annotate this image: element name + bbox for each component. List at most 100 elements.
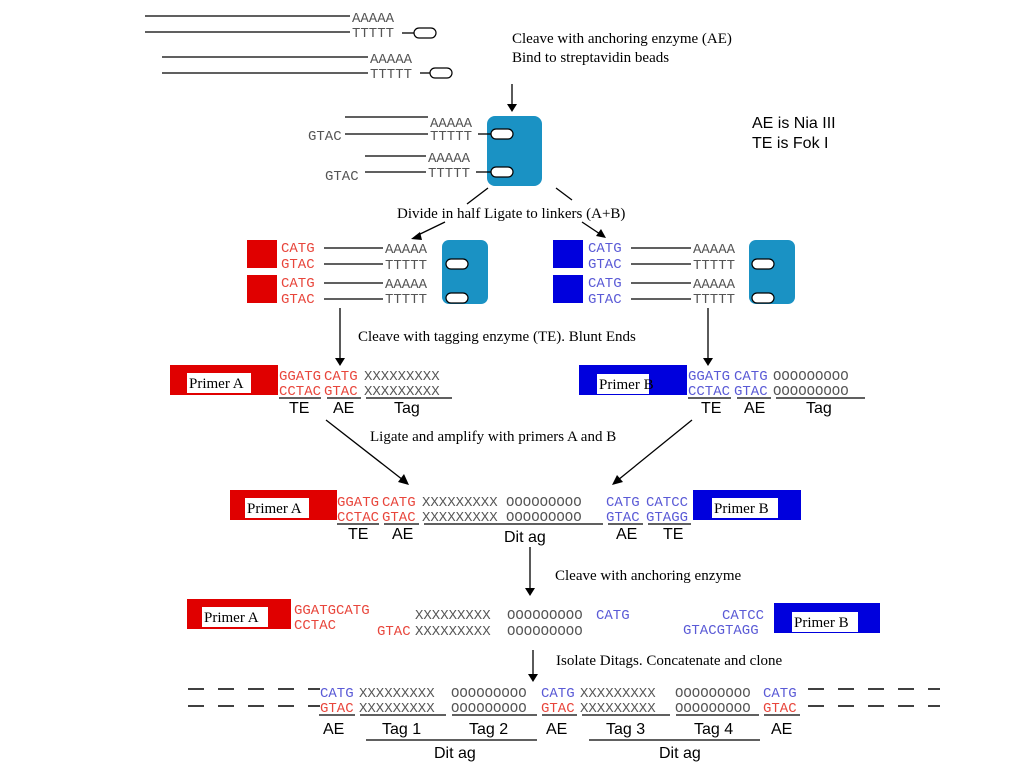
arrow-down-icon <box>703 358 713 366</box>
biotin-label-icon <box>445 258 469 270</box>
svg-text:AE: AE <box>744 400 765 417</box>
step-cleave-ae: Cleave with anchoring enzyme (AE) <box>512 31 732 47</box>
svg-text:Dit ag: Dit ag <box>504 529 546 546</box>
svg-text:TTTTT: TTTTT <box>385 292 427 308</box>
svg-text:Tag 1: Tag 1 <box>382 721 421 738</box>
svg-text:TTTTT: TTTTT <box>385 258 427 274</box>
svg-text:TE: TE <box>701 400 721 417</box>
arrow-down-icon <box>525 588 535 596</box>
primer-b-label: Primer B <box>599 377 654 393</box>
biotin-label-icon <box>490 166 514 178</box>
arrow-down-icon <box>335 358 345 366</box>
svg-text:GTAC: GTAC <box>763 701 797 717</box>
svg-text:Tag 3: Tag 3 <box>606 721 645 738</box>
tag-primer-a: Primer A GGATG CATG XXXXXXXXX CCTAC GTAC… <box>170 365 452 417</box>
svg-text:Tag: Tag <box>394 400 420 417</box>
svg-text:CATG: CATG <box>382 495 416 511</box>
svg-text:TE: TE <box>663 526 683 543</box>
svg-text:CATG: CATG <box>596 608 630 624</box>
svg-text:OOOOOOOOO: OOOOOOOOO <box>451 686 527 702</box>
primer-a-label: Primer A <box>204 610 259 626</box>
svg-text:OOOOOOOOO: OOOOOOOOO <box>773 369 849 385</box>
svg-text:XXXXXXXXX: XXXXXXXXX <box>359 686 435 702</box>
svg-text:GTAC: GTAC <box>320 701 354 717</box>
svg-text:GTACGTAGG: GTACGTAGG <box>683 623 759 639</box>
svg-text:AE: AE <box>392 526 413 543</box>
polya-seq: AAAAA <box>352 11 395 27</box>
svg-text:GTAC: GTAC <box>588 292 622 308</box>
step-cleave-te: Cleave with tagging enzyme (TE). Blunt E… <box>358 329 636 345</box>
svg-text:XXXXXXXXX: XXXXXXXXX <box>580 701 656 717</box>
svg-text:AE: AE <box>616 526 637 543</box>
biotin-label-icon <box>429 67 453 79</box>
step-ligate-amplify: Ligate and amplify with primers A and B <box>370 429 616 445</box>
polyt-seq: TTTTT <box>352 26 394 42</box>
svg-text:CATG: CATG <box>281 276 315 292</box>
svg-text:OOOOOOOOO: OOOOOOOOO <box>773 384 849 400</box>
svg-text:OOOOOOOOO: OOOOOOOOO <box>451 701 527 717</box>
svg-text:GTAC: GTAC <box>281 292 315 308</box>
svg-text:CATG: CATG <box>541 686 575 702</box>
linker-a-box <box>247 275 277 303</box>
svg-text:GTAC: GTAC <box>588 257 622 273</box>
concatemer: CATG XXXXXXXXX OOOOOOOOO CATG XXXXXXXXX … <box>188 686 940 762</box>
svg-text:XXXXXXXXX: XXXXXXXXX <box>364 384 440 400</box>
polyt-seq: TTTTT <box>430 129 472 145</box>
svg-text:Dit ag: Dit ag <box>434 745 476 762</box>
svg-text:CATCC: CATCC <box>722 608 764 624</box>
polya-seq: AAAAA <box>370 52 413 68</box>
svg-text:XXXXXXXXX: XXXXXXXXX <box>580 686 656 702</box>
primer-b-label: Primer B <box>794 615 849 631</box>
primer-a-label: Primer A <box>189 376 244 392</box>
gtac-overhang: GTAC <box>308 129 342 145</box>
svg-text:GGATG: GGATG <box>337 495 379 511</box>
gtac-overhang: GTAC <box>325 169 359 185</box>
note-te-enzyme: TE is Fok I <box>752 135 828 152</box>
svg-text:CCTAC: CCTAC <box>294 618 336 634</box>
svg-text:TE: TE <box>348 526 368 543</box>
svg-text:CATG: CATG <box>734 369 768 385</box>
arrow-down-icon <box>507 104 517 112</box>
svg-text:AAAAA: AAAAA <box>693 242 736 258</box>
svg-text:GTAC: GTAC <box>377 624 411 640</box>
svg-text:AAAAA: AAAAA <box>693 277 736 293</box>
cdna-strands-top: AAAAA TTTTT AAAAA TTTTT <box>145 11 453 83</box>
tag-primer-b: Primer B GGATG CATG OOOOOOOOO CCTAC GTAC… <box>579 365 865 417</box>
arrow-down-right-icon <box>596 229 606 238</box>
svg-text:OOOOOOOOO: OOOOOOOOO <box>506 510 582 526</box>
step-divide-ligate: Divide in half Ligate to linkers (A+B) <box>397 206 625 222</box>
biotin-label-icon <box>445 292 469 304</box>
svg-text:Tag 2: Tag 2 <box>469 721 508 738</box>
arrow-down-icon <box>528 674 538 682</box>
streptavidin-bead <box>442 240 488 304</box>
bead-bound-cdna: GTAC AAAAA TTTTT GTAC AAAAA TTTTT <box>308 116 542 186</box>
linker-b-half: CATG GTAC CATG GTAC AAAAA TTTTT AAAAA TT… <box>553 240 795 308</box>
polyt-seq: TTTTT <box>370 67 412 83</box>
biotin-label-icon <box>413 27 437 39</box>
svg-text:CATG: CATG <box>324 369 358 385</box>
svg-text:XXXXXXXXX: XXXXXXXXX <box>415 608 491 624</box>
svg-text:AAAAA: AAAAA <box>385 277 428 293</box>
svg-text:CCTAC: CCTAC <box>688 384 730 400</box>
primer-b-label: Primer B <box>714 501 769 517</box>
svg-text:CATG: CATG <box>588 241 622 257</box>
streptavidin-bead <box>749 240 795 304</box>
linker-a-box <box>247 240 277 268</box>
step-bind-beads: Bind to streptavidin beads <box>512 50 669 66</box>
biotin-label-icon <box>751 258 775 270</box>
svg-text:AE: AE <box>323 721 344 738</box>
step-isolate-ditags: Isolate Ditags. Concatenate and clone <box>556 653 783 669</box>
svg-text:CATG: CATG <box>320 686 354 702</box>
svg-text:TE: TE <box>289 400 309 417</box>
step-cleave-ae-2: Cleave with anchoring enzyme <box>555 568 742 584</box>
svg-text:CATG: CATG <box>606 495 640 511</box>
svg-text:AE: AE <box>546 721 567 738</box>
svg-text:GTAC: GTAC <box>541 701 575 717</box>
linker-b-box <box>553 240 583 268</box>
svg-text:GTAC: GTAC <box>734 384 768 400</box>
svg-text:CATCC: CATCC <box>646 495 688 511</box>
svg-text:OOOOOOOOO: OOOOOOOOO <box>507 608 583 624</box>
svg-text:GTAC: GTAC <box>606 510 640 526</box>
svg-text:Dit ag: Dit ag <box>659 745 701 762</box>
svg-text:OOOOOOOOO: OOOOOOOOO <box>507 624 583 640</box>
